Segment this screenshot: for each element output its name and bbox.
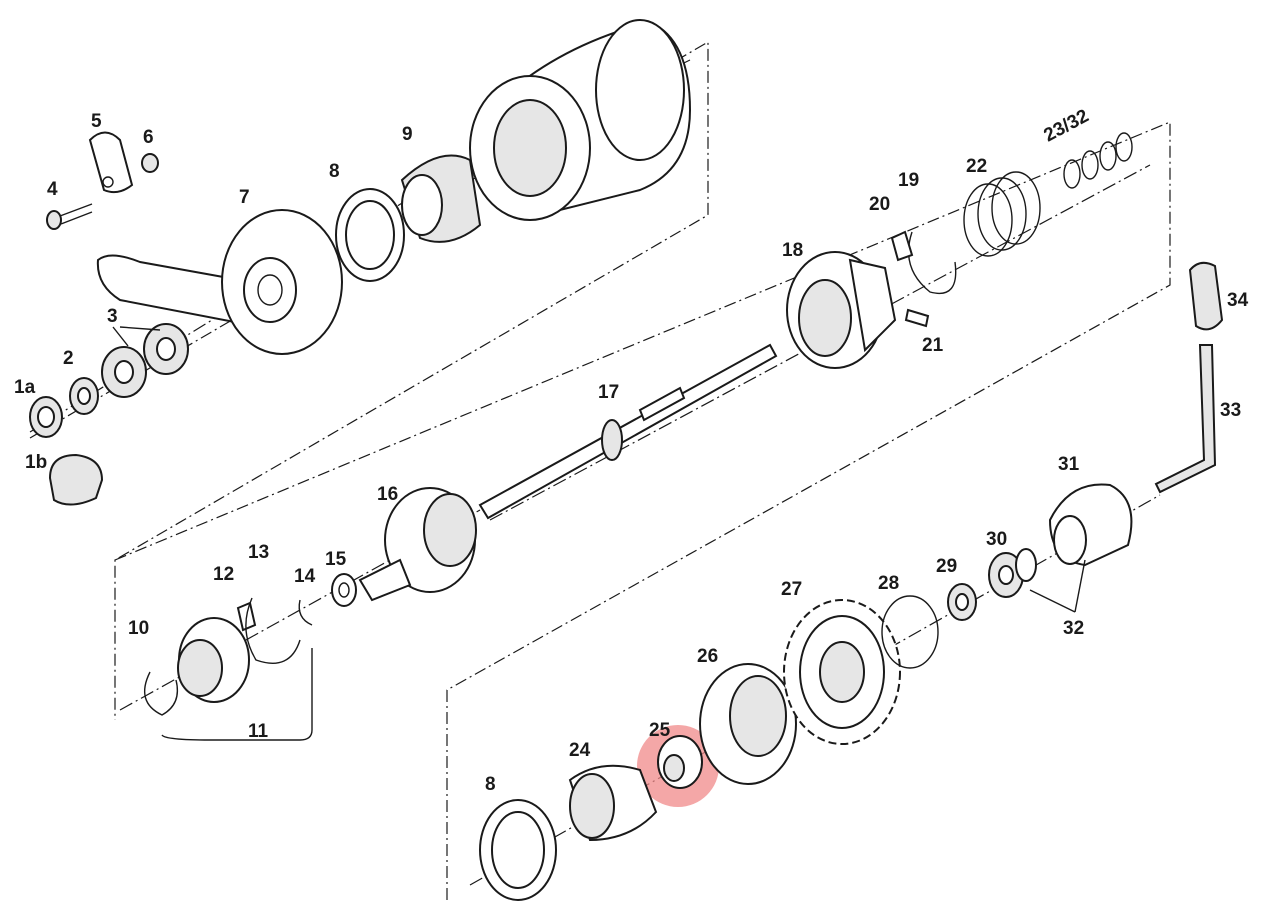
label-4: 4 [47, 179, 58, 200]
label-10: 10 [128, 618, 149, 639]
part-6-nut[interactable] [141, 153, 159, 173]
label-2: 2 [63, 348, 74, 369]
part-5-clip[interactable] [88, 131, 134, 194]
part-13-pawl-spring[interactable] [245, 597, 301, 664]
label-28: 28 [878, 573, 899, 594]
label-6: 6 [143, 127, 154, 148]
label-16: 16 [377, 484, 398, 505]
label-5: 5 [91, 111, 102, 132]
label-12: 12 [213, 564, 234, 585]
label-27: 27 [781, 579, 802, 600]
part-1a-nut[interactable] [29, 396, 63, 438]
part-34-indicator[interactable] [1188, 261, 1224, 331]
part-2-washer[interactable] [69, 377, 99, 415]
part-17-axle[interactable] [478, 343, 778, 520]
part-8-bearing-ring-lower[interactable] [479, 799, 557, 901]
label-33: 33 [1220, 400, 1241, 421]
label-14: 14 [294, 566, 316, 587]
label-17: 17 [598, 382, 619, 403]
part-22-spring[interactable] [963, 171, 1041, 257]
part-7-brake-arm[interactable] [96, 209, 343, 355]
label-22: 22 [966, 156, 987, 177]
part-28-circlip[interactable] [881, 595, 939, 669]
part-10-circlip[interactable] [143, 671, 179, 716]
part-20-pawl[interactable] [890, 230, 914, 262]
part-11-driver[interactable] [177, 617, 250, 703]
label-25: 25 [649, 720, 671, 741]
part-31-bell-crank[interactable] [1048, 483, 1133, 567]
label-9: 9 [402, 124, 413, 145]
label-31: 31 [1058, 454, 1080, 475]
label-7: 7 [239, 187, 250, 208]
part-15-washer[interactable] [331, 573, 357, 607]
label-20: 20 [869, 194, 890, 215]
part-4-bolt[interactable] [46, 203, 93, 230]
label-13: 13 [248, 542, 269, 563]
label-26: 26 [697, 646, 718, 667]
label-18: 18 [782, 240, 803, 261]
label-1a: 1a [14, 377, 36, 398]
part-labels: 1a 1b 2 3 4 5 6 7 8 9 10 11 12 13 14 15 … [14, 106, 1249, 795]
label-3: 3 [107, 306, 118, 327]
part-14-circlip[interactable] [298, 599, 313, 626]
label-23-32: 23/32 [1040, 106, 1092, 147]
part-25-bearing-sleeve[interactable] [657, 735, 703, 789]
hub-shell[interactable] [469, 19, 692, 221]
label-19: 19 [898, 170, 919, 191]
part-33-push-rod[interactable] [1154, 344, 1217, 494]
part-18-ring-gear[interactable] [786, 251, 897, 369]
part-21-pin[interactable] [904, 308, 930, 328]
part-1b-cap-nut[interactable] [48, 453, 104, 506]
label-32: 32 [1063, 618, 1084, 639]
label-34: 34 [1227, 290, 1249, 311]
part-19-spring-clip[interactable] [907, 231, 957, 294]
label-8-lower: 8 [485, 774, 496, 795]
leader-lines [112, 326, 1086, 741]
label-24: 24 [569, 740, 591, 761]
label-21: 21 [922, 335, 944, 356]
label-29: 29 [936, 556, 957, 577]
part-23-32-spring[interactable] [1063, 132, 1133, 189]
part-26-dust-cap[interactable] [699, 663, 797, 785]
part-16-planet-cage[interactable] [358, 487, 477, 602]
part-9-clutch[interactable] [400, 154, 482, 243]
label-15: 15 [325, 549, 347, 570]
part-3-nuts[interactable] [101, 323, 189, 398]
label-8-upper: 8 [329, 161, 340, 182]
label-11: 11 [248, 721, 269, 742]
part-29-lock-nut[interactable] [947, 583, 977, 621]
part-27-sprocket[interactable] [783, 599, 901, 745]
part-8-bearing-ring-upper[interactable] [335, 188, 405, 282]
label-1b: 1b [25, 452, 47, 473]
part-24-bearing-cone[interactable] [568, 764, 658, 842]
part-30-nut[interactable] [988, 548, 1037, 598]
label-30: 30 [986, 529, 1007, 550]
